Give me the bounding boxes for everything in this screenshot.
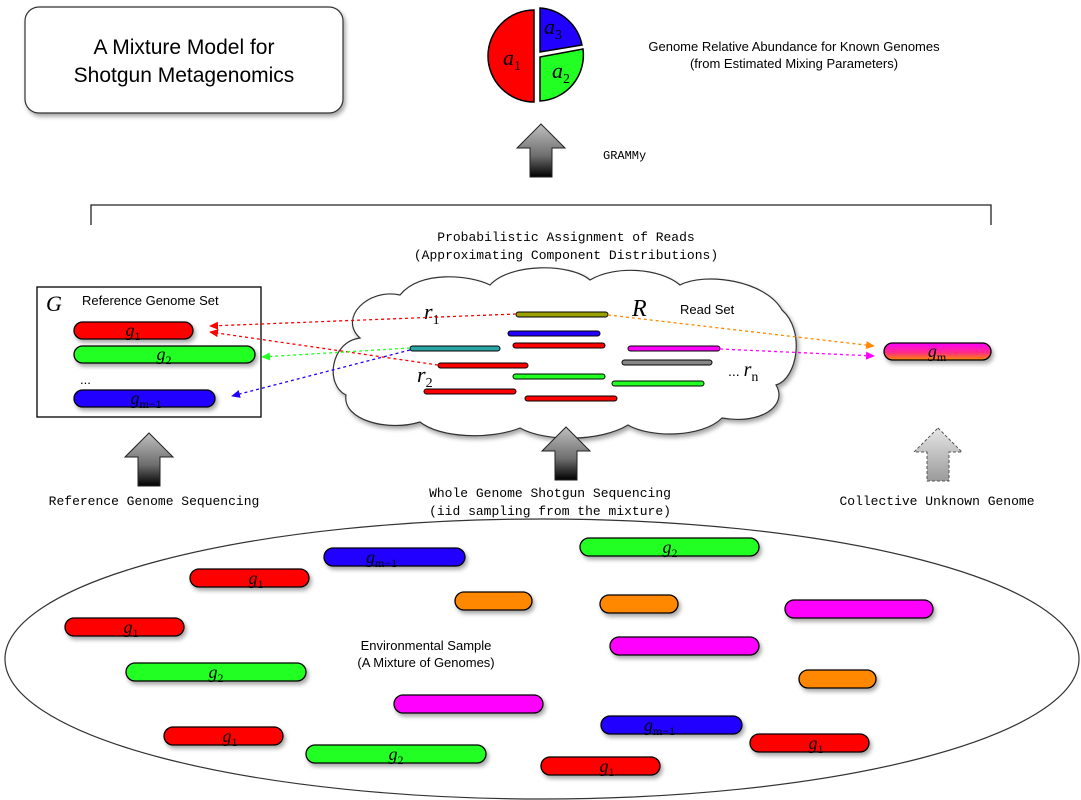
read-set-title: Read Set (680, 302, 735, 317)
sample-ellipse (4, 518, 1080, 800)
reference-label-g2: g2 (157, 344, 172, 367)
read-bar (515, 311, 609, 318)
sample-label: g1 (249, 568, 264, 591)
wgs-up-arrow (540, 426, 592, 481)
wgs-caption-line2: (iid sampling from the mixture) (429, 504, 671, 519)
read-bar (423, 388, 517, 395)
wgs-caption-line1: Whole Genome Shotgun Sequencing (429, 486, 671, 501)
reference-genome-g2 (73, 345, 256, 364)
sample-genome-magenta (784, 599, 934, 619)
read-bar (611, 380, 705, 387)
abundance-line1: Genome Relative Abundance for Known Geno… (648, 39, 940, 54)
sample-label: g2 (389, 744, 404, 767)
arrow-read-to-gm1 (231, 349, 411, 398)
pie-slice-a2 (539, 48, 585, 102)
arrow-read-to-gm (607, 314, 875, 350)
read-bar (524, 395, 618, 402)
read-bar (409, 345, 501, 352)
sample-label: g1 (223, 726, 238, 749)
sample-genome-gm1 (323, 547, 466, 567)
sample-label: g1 (600, 756, 615, 779)
reference-title: Reference Genome Set (82, 293, 219, 308)
pie-label-a1: a1 (503, 45, 521, 74)
title-line1: A Mixture Model for (94, 36, 275, 59)
sample-genome-orange (599, 594, 679, 614)
reference-genome-g1 (73, 321, 194, 340)
title-box: A Mixture Model for Shotgun Metagenomics (24, 6, 344, 114)
read-bar (507, 330, 601, 337)
sample-genome-magenta (609, 636, 760, 656)
sample-genome-orange (798, 669, 877, 689)
sample-genome-gm1 (600, 715, 743, 735)
reference-label-gm1: gm−1 (130, 388, 161, 411)
sample-genome-g1 (64, 617, 185, 637)
sample-label: g1 (124, 617, 139, 640)
reference-genome-gm1 (73, 389, 216, 408)
reference-seq-caption: Reference Genome Sequencing (49, 494, 260, 509)
sample-genome-g1 (163, 726, 284, 746)
assignment-line2: (Approximating Component Distributions) (414, 248, 718, 263)
read-set-cloud: r1 R Read Set r2 ... rn (332, 267, 797, 439)
sample-line1: Environmental Sample (361, 638, 492, 653)
title-box-frame (24, 6, 344, 114)
read-bar (512, 373, 606, 380)
unknown-caption: Collective Unknown Genome (839, 494, 1034, 509)
assignment-line1: Probabilistic Assignment of Reads (437, 230, 694, 245)
arrow-read-to-gm (719, 348, 875, 360)
assignment-arrows (209, 313, 875, 398)
reference-genome-set: G Reference Genome Set g1 g2 ... gm−1 (36, 286, 262, 418)
title-line2: Shotgun Metagenomics (74, 64, 295, 87)
grammy-label: GRAMMy (603, 149, 646, 163)
read-label-r2: r2 (417, 362, 433, 391)
sample-genome-g2 (579, 537, 760, 557)
grammy-up-arrow (515, 123, 567, 178)
sample-genome-g2 (305, 744, 487, 764)
sample-genome-magenta (393, 694, 544, 714)
sample-label: g1 (809, 733, 824, 756)
unknown-label-gm: gm (928, 341, 947, 364)
read-bar (512, 342, 606, 349)
read-label-r1: r1 (424, 299, 440, 328)
sample-line2: (A Mixture of Genomes) (357, 655, 494, 670)
environmental-sample: Environmental Sample (A Mixture of Genom… (4, 518, 1080, 800)
sample-genome-g1 (189, 568, 310, 588)
read-bar (621, 359, 713, 366)
reference-label-g1: g1 (126, 320, 141, 343)
read-set-symbol: R (631, 296, 647, 322)
sample-label: gm−1 (366, 547, 397, 570)
arrow-read-to-g2 (261, 347, 411, 361)
arrow-read-to-g1 (209, 329, 439, 366)
sample-label: g2 (209, 662, 224, 685)
pie-label-a2: a2 (552, 58, 570, 87)
sample-label: g2 (663, 537, 678, 560)
pie-slice-a3 (539, 7, 583, 53)
pie-label-a3: a3 (544, 14, 562, 43)
reference-ellipsis: ... (80, 372, 91, 387)
read-label-rn: ... rn (728, 359, 758, 385)
unknown-up-arrow (912, 427, 964, 482)
unknown-genome-gm (883, 342, 992, 361)
abundance-line2: (from Estimated Mixing Parameters) (690, 56, 898, 71)
reference-symbol: G (46, 291, 62, 316)
pie-slice-a1 (487, 9, 535, 103)
read-set-cloud-shape (332, 267, 797, 439)
read-bar (437, 362, 529, 369)
sample-genome-g1 (540, 756, 661, 776)
sample-label: gm−1 (644, 715, 675, 738)
read-bar (627, 345, 721, 352)
assignment-bracket (90, 204, 992, 225)
sample-genome-g1 (749, 733, 870, 753)
abundance-pie: a1 a3 a2 (487, 7, 585, 103)
sample-genome-orange (454, 591, 533, 611)
sample-genome-g2 (125, 662, 307, 682)
reference-up-arrow (123, 432, 175, 487)
